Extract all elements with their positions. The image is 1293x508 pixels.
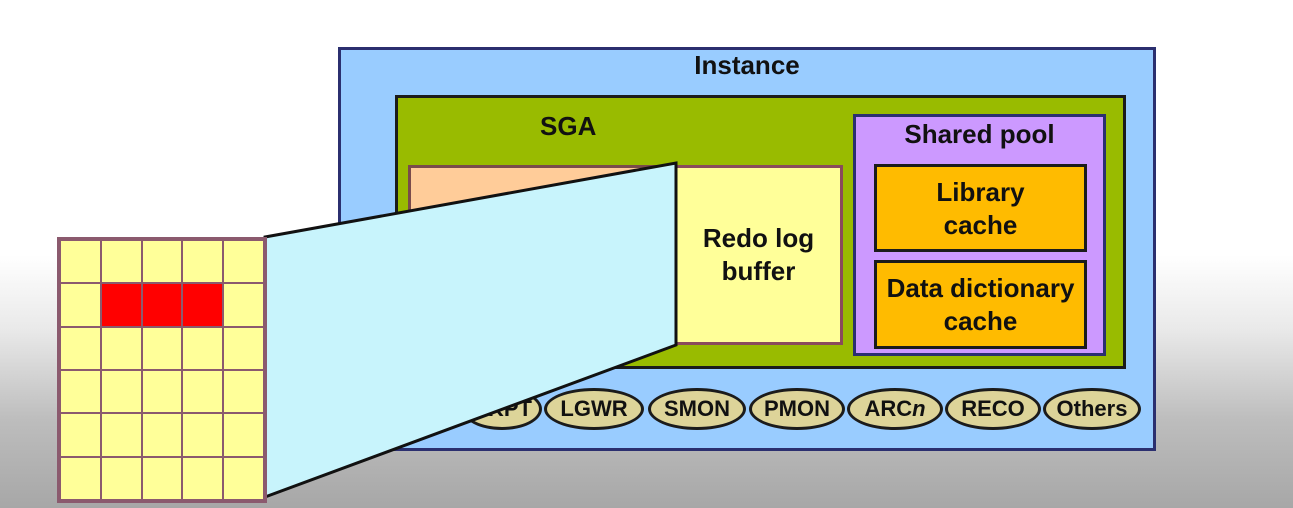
block-cell: [60, 240, 101, 284]
block-cell: [60, 369, 101, 414]
block-cell: [60, 456, 101, 500]
block-cell: [141, 413, 183, 457]
data-dictionary-cache-box: Data dictionary cache: [874, 260, 1087, 349]
process-pmon-label: PMON: [764, 396, 830, 421]
highlighted-block-cell: [182, 283, 224, 327]
process-others-label: Others: [1056, 396, 1128, 421]
redo-log-buffer-line1: Redo log: [702, 223, 815, 253]
process-reco: RECO: [945, 388, 1041, 430]
process-smon-label: SMON: [664, 396, 730, 421]
data-block-grid: [57, 237, 267, 503]
block-cell: [60, 326, 101, 370]
highlighted-block-cell: [141, 283, 183, 327]
block-cell: [223, 369, 264, 414]
block-cell: [223, 413, 264, 457]
block-cell: [100, 369, 142, 414]
process-smon: SMON: [648, 388, 746, 430]
process-others: Others: [1043, 388, 1141, 430]
block-cell: [182, 413, 224, 457]
block-cell: [60, 283, 101, 327]
process-ckpt-label: CKPT: [472, 396, 532, 421]
process-reco-label: RECO: [961, 396, 1025, 421]
process-pmon: PMON: [749, 388, 845, 430]
library-cache-line1: Library: [936, 177, 1025, 207]
block-cell: [141, 240, 183, 284]
block-cell: [223, 326, 264, 370]
data-dictionary-cache-line1: Data dictionary: [886, 273, 1075, 303]
process-lgwr: LGWR: [544, 388, 644, 430]
block-cell: [223, 456, 264, 500]
block-cell: [182, 240, 224, 284]
block-cell: [60, 413, 101, 457]
block-cell: [182, 456, 224, 500]
block-cell: [100, 326, 142, 370]
process-lgwr-label: LGWR: [560, 396, 628, 421]
block-cell: [100, 240, 142, 284]
block-cell: [100, 413, 142, 457]
block-cell: [141, 456, 183, 500]
block-cell: [223, 283, 264, 327]
highlighted-block-cell: [100, 283, 142, 327]
library-cache-label: Library cache: [877, 167, 1084, 242]
process-arcn-label: ARC: [864, 396, 913, 421]
data-dictionary-cache-line2: cache: [943, 306, 1018, 336]
process-ckpt: CKPT: [462, 388, 542, 430]
database-buffer-cache-box: [408, 165, 678, 345]
block-cell: [223, 240, 264, 284]
redo-log-buffer-label: Redo log buffer: [674, 222, 843, 288]
data-dictionary-cache-label: Data dictionary cache: [877, 263, 1084, 338]
block-cell: [141, 326, 183, 370]
process-arcn-suffix: n: [912, 396, 926, 421]
block-cell: [182, 326, 224, 370]
shared-pool-label: Shared pool: [904, 119, 1055, 149]
sga-label: SGA: [540, 111, 597, 141]
block-cell: [141, 369, 183, 414]
library-cache-line2: cache: [943, 210, 1018, 240]
redo-log-buffer-line2: buffer: [721, 256, 796, 286]
library-cache-box: Library cache: [874, 164, 1087, 252]
block-cell: [182, 369, 224, 414]
block-cell: [100, 456, 142, 500]
instance-label: Instance: [694, 50, 800, 80]
